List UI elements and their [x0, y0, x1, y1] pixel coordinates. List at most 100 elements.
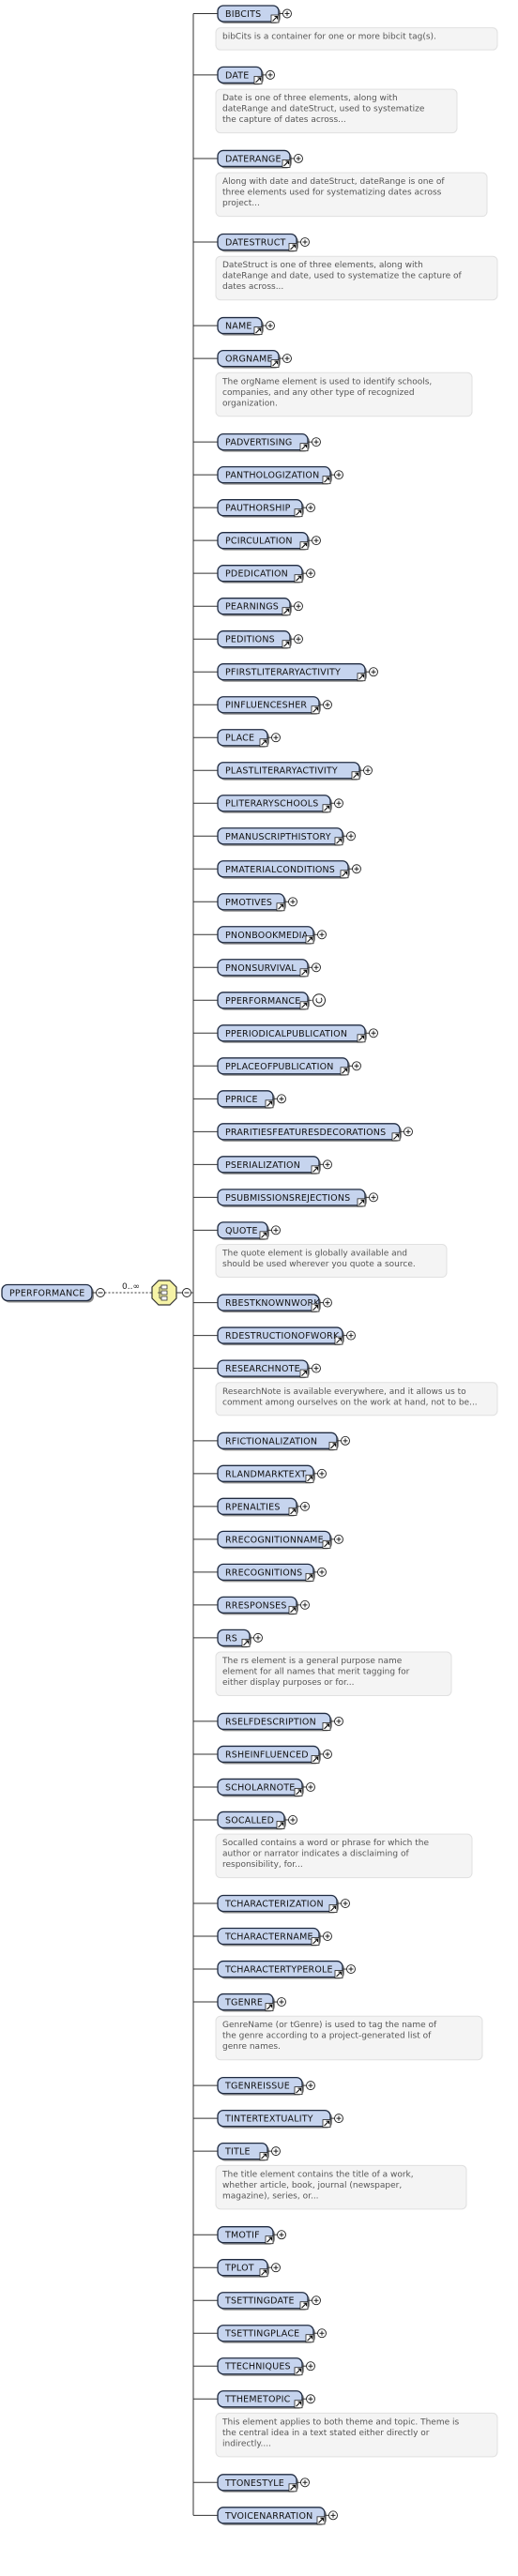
link-arrow-icon[interactable] — [391, 1132, 401, 1142]
link-arrow-icon[interactable] — [294, 2400, 303, 2409]
element-pplaceofpublication[interactable]: PPLACEOFPUBLICATION — [217, 1057, 361, 1076]
element-tcharacterization[interactable]: TCHARACTERIZATION — [217, 1894, 350, 1914]
element-rrecognitions[interactable]: RRECOGNITIONS — [217, 1563, 327, 1583]
expand-plus-icon[interactable] — [266, 69, 275, 80]
expand-plus-icon[interactable] — [323, 1749, 332, 1759]
link-arrow-icon[interactable] — [288, 243, 297, 251]
element-name[interactable]: NAME — [217, 316, 275, 336]
link-arrow-icon[interactable] — [270, 359, 280, 368]
link-arrow-icon[interactable] — [294, 508, 303, 518]
element-rpenalties[interactable]: RPENALTIES — [217, 1497, 310, 1517]
expand-plus-icon[interactable] — [334, 798, 343, 809]
root-element-pperformance[interactable]: PPERFORMANCE — [1, 1283, 94, 1303]
element-praritiesfeaturesdecorations[interactable]: PRARITIESFEATURESDECORATIONS — [217, 1123, 413, 1142]
compositor-collapse-icon[interactable] — [182, 1288, 191, 1297]
element-title[interactable]: TITLE — [217, 2142, 281, 2161]
link-arrow-icon[interactable] — [276, 1821, 285, 1829]
link-arrow-icon[interactable] — [270, 14, 280, 23]
element-scholarnote[interactable]: SCHOLARNOTE — [217, 1778, 315, 1797]
element-quote[interactable]: QUOTE — [217, 1221, 281, 1240]
link-arrow-icon[interactable] — [299, 2301, 309, 2311]
link-arrow-icon[interactable] — [322, 476, 331, 485]
expand-plus-icon[interactable] — [271, 733, 281, 743]
link-arrow-icon[interactable] — [282, 607, 291, 616]
element-psubmissionsrejections[interactable]: PSUBMISSIONSREJECTIONS — [217, 1189, 378, 1207]
element-tvoicenarration[interactable]: TVOICENARRATION — [217, 2507, 338, 2525]
element-tintertextuality[interactable]: TINTERTEXTUALITY — [217, 2109, 343, 2129]
element-rselfdescription[interactable]: RSELFDESCRIPTION — [217, 1712, 343, 1732]
expand-plus-icon[interactable] — [404, 1127, 413, 1137]
element-date[interactable]: DATE — [217, 66, 275, 85]
element-pnonbookmedia[interactable]: PNONBOOKMEDIA — [217, 926, 327, 945]
expand-plus-icon[interactable] — [306, 2361, 315, 2371]
link-arrow-icon[interactable] — [265, 2003, 274, 2011]
expand-plus-icon[interactable] — [323, 1297, 332, 1308]
element-panthologization[interactable]: PANTHOLOGIZATION — [217, 466, 343, 485]
element-tsettingplace[interactable]: TSETTINGPLACE — [217, 2325, 327, 2343]
element-rrecognitionname[interactable]: RRECOGNITIONNAME — [217, 1530, 343, 1550]
expand-plus-icon[interactable] — [317, 2328, 327, 2339]
link-arrow-icon[interactable] — [311, 1165, 320, 1174]
expand-plus-icon[interactable] — [317, 1468, 327, 1478]
element-place[interactable]: PLACE — [217, 729, 281, 748]
link-arrow-icon[interactable] — [328, 1904, 338, 1913]
link-arrow-icon[interactable] — [322, 804, 331, 813]
expand-plus-icon[interactable] — [300, 1599, 310, 1610]
element-pmaterialconditions[interactable]: PMATERIALCONDITIONS — [217, 860, 361, 879]
expand-plus-icon[interactable] — [369, 667, 378, 677]
link-arrow-icon[interactable] — [299, 968, 309, 977]
link-arrow-icon[interactable] — [328, 1441, 338, 1450]
element-pprice[interactable]: PPRICE — [217, 1090, 286, 1109]
expand-plus-icon[interactable] — [277, 1997, 286, 2008]
link-arrow-icon[interactable] — [311, 1755, 320, 1764]
expand-plus-icon[interactable] — [306, 2394, 315, 2404]
element-researchnote[interactable]: RESEARCHNOTE — [217, 1359, 321, 1379]
expand-plus-icon[interactable] — [277, 1094, 286, 1104]
expand-plus-icon[interactable] — [334, 2114, 343, 2124]
link-arrow-icon[interactable] — [322, 2119, 331, 2129]
link-arrow-icon[interactable] — [299, 1369, 309, 1378]
element-rbestknownwork[interactable]: RBESTKNOWNWORK — [217, 1294, 332, 1313]
element-tcharactertyperole[interactable]: TCHARACTERTYPEROLE — [217, 1960, 356, 1979]
link-arrow-icon[interactable] — [322, 1539, 331, 1549]
link-arrow-icon[interactable] — [316, 2516, 326, 2525]
expand-plus-icon[interactable] — [352, 864, 361, 874]
link-arrow-icon[interactable] — [311, 1937, 320, 1946]
link-arrow-icon[interactable] — [288, 1507, 297, 1516]
expand-plus-icon[interactable] — [294, 634, 303, 644]
element-pnonsurvival[interactable]: PNONSURVIVAL — [217, 959, 321, 977]
link-arrow-icon[interactable] — [322, 1722, 331, 1731]
element-ttonestyle[interactable]: TTONESTYLE — [217, 2474, 310, 2493]
element-pmanuscripthistory[interactable]: PMANUSCRIPTHISTORY — [217, 827, 356, 846]
expand-plus-icon[interactable] — [294, 601, 303, 612]
expand-plus-icon[interactable] — [312, 536, 321, 546]
link-arrow-icon[interactable] — [311, 1303, 320, 1312]
link-arrow-icon[interactable] — [276, 902, 285, 912]
element-peditions[interactable]: PEDITIONS — [217, 630, 303, 649]
expand-plus-icon[interactable] — [288, 897, 297, 907]
link-arrow-icon[interactable] — [357, 1034, 366, 1043]
expand-plus-icon[interactable] — [334, 1716, 343, 1726]
element-rlandmarktext[interactable]: RLANDMARKTEXT — [217, 1464, 327, 1484]
link-arrow-icon[interactable] — [288, 2483, 297, 2493]
link-arrow-icon[interactable] — [259, 2152, 268, 2161]
link-arrow-icon[interactable] — [265, 1099, 274, 1109]
link-arrow-icon[interactable] — [294, 2086, 303, 2096]
expand-plus-icon[interactable] — [352, 1061, 361, 1071]
expand-plus-icon[interactable] — [300, 1501, 310, 1511]
expand-plus-icon[interactable] — [282, 8, 292, 19]
expand-plus-icon[interactable] — [277, 2230, 286, 2240]
link-arrow-icon[interactable] — [305, 1572, 314, 1582]
link-arrow-icon[interactable] — [305, 2334, 314, 2343]
expand-plus-icon[interactable] — [300, 2478, 310, 2488]
element-pearnings[interactable]: PEARNINGS — [217, 598, 303, 616]
link-arrow-icon[interactable] — [334, 1336, 343, 1345]
link-arrow-icon[interactable] — [253, 326, 263, 335]
element-pauthorship[interactable]: PAUTHORSHIP — [217, 499, 315, 518]
expand-plus-icon[interactable] — [312, 1363, 321, 1373]
element-pmotives[interactable]: PMOTIVES — [217, 893, 297, 912]
link-arrow-icon[interactable] — [334, 1970, 343, 1978]
link-arrow-icon[interactable] — [299, 1001, 309, 1010]
expand-plus-icon[interactable] — [323, 700, 332, 710]
recursion-icon[interactable] — [312, 993, 326, 1008]
